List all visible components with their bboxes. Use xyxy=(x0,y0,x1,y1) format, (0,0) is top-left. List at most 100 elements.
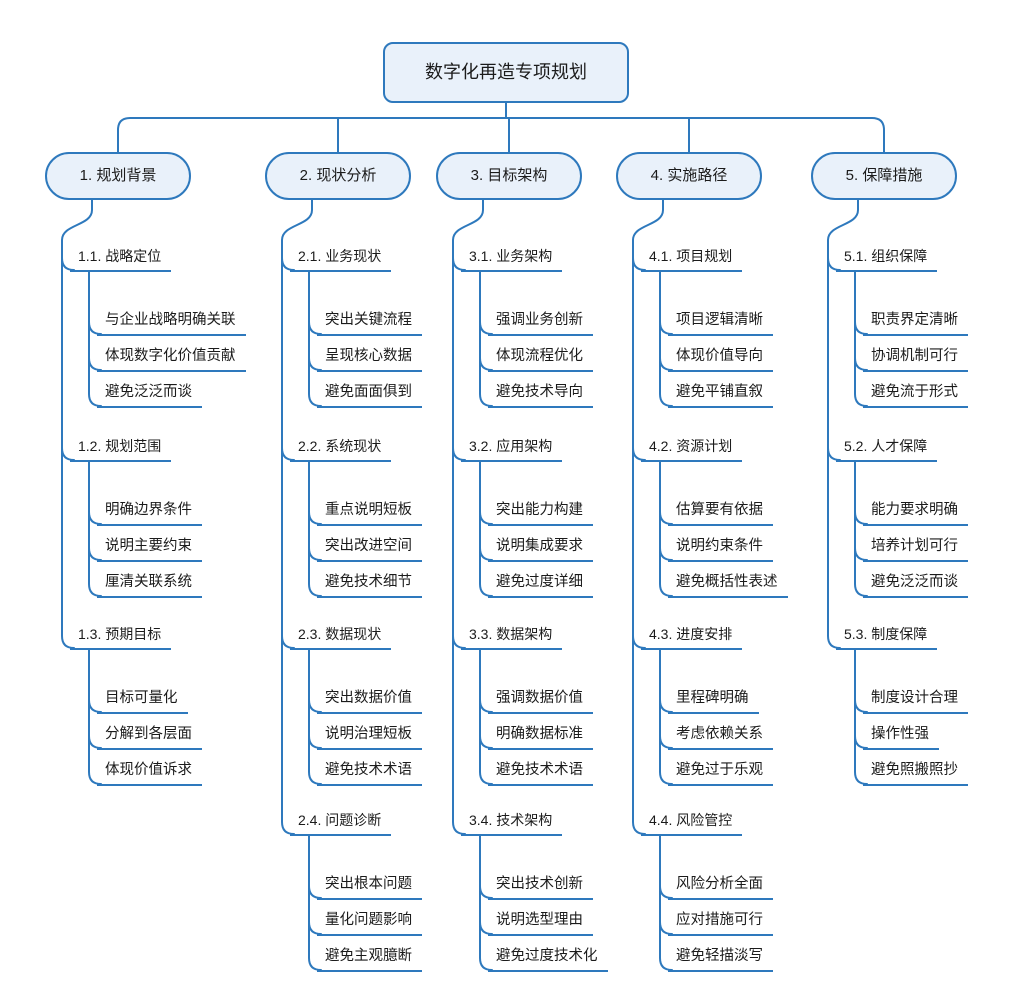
leaf-connector xyxy=(479,648,493,785)
leaf-connector xyxy=(308,834,322,971)
leaf-connector xyxy=(479,460,493,597)
leaf-node[interactable]: 明确边界条件 xyxy=(97,496,202,526)
subtopic-node[interactable]: 2.2. 系统现状 xyxy=(290,432,392,462)
subtopic-node[interactable]: 1.3. 预期目标 xyxy=(70,620,172,650)
leaf-node[interactable]: 避免技术细节 xyxy=(317,568,422,598)
subtopic-node[interactable]: 4.2. 资源计划 xyxy=(641,432,743,462)
leaf-node[interactable]: 避免流于形式 xyxy=(863,378,968,408)
leaf-node[interactable]: 说明集成要求 xyxy=(488,532,593,562)
subtopic-node[interactable]: 2.4. 问题诊断 xyxy=(290,806,392,836)
leaf-node[interactable]: 避免技术术语 xyxy=(317,756,422,786)
branch-node[interactable]: 5. 保障措施 xyxy=(811,152,957,200)
leaf-connector xyxy=(308,547,322,561)
subtopic-node[interactable]: 1.1. 战略定位 xyxy=(70,242,172,272)
branch-node[interactable]: 3. 目标架构 xyxy=(436,152,582,200)
leaf-node[interactable]: 说明治理短板 xyxy=(317,720,422,750)
leaf-connector xyxy=(659,699,673,713)
leaf-node[interactable]: 培养计划可行 xyxy=(863,532,968,562)
leaf-node[interactable]: 目标可量化 xyxy=(97,684,188,714)
subtopic-node[interactable]: 5.3. 制度保障 xyxy=(836,620,938,650)
leaf-connector xyxy=(659,885,673,899)
root-node[interactable]: 数字化再造专项规划 xyxy=(383,42,629,103)
leaf-node[interactable]: 强调业务创新 xyxy=(488,306,593,336)
leaf-node[interactable]: 职责界定清晰 xyxy=(863,306,968,336)
subtopic-node[interactable]: 2.1. 业务现状 xyxy=(290,242,392,272)
leaf-node[interactable]: 体现数字化价值贡献 xyxy=(97,342,246,372)
leaf-node[interactable]: 避免概括性表述 xyxy=(668,568,788,598)
branch-connector xyxy=(61,257,75,271)
leaf-node[interactable]: 强调数据价值 xyxy=(488,684,593,714)
leaf-node[interactable]: 突出数据价值 xyxy=(317,684,422,714)
subtopic-node[interactable]: 5.1. 组织保障 xyxy=(836,242,938,272)
subtopic-node[interactable]: 4.1. 项目规划 xyxy=(641,242,743,272)
leaf-node[interactable]: 明确数据标准 xyxy=(488,720,593,750)
subtopic-node[interactable]: 1.2. 规划范围 xyxy=(70,432,172,462)
leaf-node[interactable]: 应对措施可行 xyxy=(668,906,773,936)
branch-connector xyxy=(61,447,75,461)
subtopic-node[interactable]: 4.4. 风险管控 xyxy=(641,806,743,836)
leaf-node[interactable]: 避免技术导向 xyxy=(488,378,593,408)
leaf-node[interactable]: 体现价值导向 xyxy=(668,342,773,372)
branch-connector xyxy=(632,199,664,835)
leaf-node[interactable]: 避免泛泛而谈 xyxy=(97,378,202,408)
leaf-connector xyxy=(479,921,493,935)
leaf-node[interactable]: 呈现核心数据 xyxy=(317,342,422,372)
leaf-node[interactable]: 操作性强 xyxy=(863,720,939,750)
leaf-connector xyxy=(479,885,493,899)
leaf-connector xyxy=(659,834,673,971)
branch-node[interactable]: 2. 现状分析 xyxy=(265,152,411,200)
leaf-connector xyxy=(479,270,493,407)
leaf-node[interactable]: 体现流程优化 xyxy=(488,342,593,372)
leaf-node[interactable]: 突出技术创新 xyxy=(488,870,593,900)
leaf-node[interactable]: 避免主观臆断 xyxy=(317,942,422,972)
leaf-node[interactable]: 里程碑明确 xyxy=(668,684,759,714)
leaf-node[interactable]: 避免照搬照抄 xyxy=(863,756,968,786)
branch-connector xyxy=(281,635,295,649)
leaf-connector xyxy=(308,321,322,335)
leaf-node[interactable]: 说明约束条件 xyxy=(668,532,773,562)
leaf-node[interactable]: 估算要有依据 xyxy=(668,496,773,526)
leaf-node[interactable]: 分解到各层面 xyxy=(97,720,202,750)
leaf-node[interactable]: 突出改进空间 xyxy=(317,532,422,562)
leaf-connector xyxy=(479,699,493,713)
leaf-node[interactable]: 避免技术术语 xyxy=(488,756,593,786)
leaf-node[interactable]: 体现价值诉求 xyxy=(97,756,202,786)
leaf-node[interactable]: 厘清关联系统 xyxy=(97,568,202,598)
branch-connector xyxy=(827,447,841,461)
subtopic-node[interactable]: 5.2. 人才保障 xyxy=(836,432,938,462)
leaf-node[interactable]: 协调机制可行 xyxy=(863,342,968,372)
subtopic-node[interactable]: 3.3. 数据架构 xyxy=(461,620,563,650)
leaf-node[interactable]: 突出根本问题 xyxy=(317,870,422,900)
subtopic-node[interactable]: 2.3. 数据现状 xyxy=(290,620,392,650)
subtopic-node[interactable]: 3.4. 技术架构 xyxy=(461,806,563,836)
leaf-node[interactable]: 能力要求明确 xyxy=(863,496,968,526)
branch-connector xyxy=(632,447,646,461)
leaf-node[interactable]: 突出关键流程 xyxy=(317,306,422,336)
leaf-node[interactable]: 避免轻描淡写 xyxy=(668,942,773,972)
leaf-connector xyxy=(854,321,868,335)
branch-node[interactable]: 1. 规划背景 xyxy=(45,152,191,200)
leaf-connector xyxy=(88,648,102,785)
subtopic-node[interactable]: 3.2. 应用架构 xyxy=(461,432,563,462)
leaf-node[interactable]: 风险分析全面 xyxy=(668,870,773,900)
leaf-node[interactable]: 避免泛泛而谈 xyxy=(863,568,968,598)
leaf-node[interactable]: 说明选型理由 xyxy=(488,906,593,936)
leaf-connector xyxy=(308,648,322,785)
leaf-connector xyxy=(479,357,493,371)
leaf-node[interactable]: 重点说明短板 xyxy=(317,496,422,526)
leaf-node[interactable]: 避免面面俱到 xyxy=(317,378,422,408)
leaf-node[interactable]: 避免过于乐观 xyxy=(668,756,773,786)
leaf-node[interactable]: 突出能力构建 xyxy=(488,496,593,526)
subtopic-node[interactable]: 4.3. 进度安排 xyxy=(641,620,743,650)
leaf-node[interactable]: 避免过度详细 xyxy=(488,568,593,598)
leaf-node[interactable]: 项目逻辑清晰 xyxy=(668,306,773,336)
leaf-node[interactable]: 考虑依赖关系 xyxy=(668,720,773,750)
leaf-node[interactable]: 避免平铺直叙 xyxy=(668,378,773,408)
branch-node[interactable]: 4. 实施路径 xyxy=(616,152,762,200)
leaf-node[interactable]: 制度设计合理 xyxy=(863,684,968,714)
leaf-node[interactable]: 避免过度技术化 xyxy=(488,942,608,972)
subtopic-node[interactable]: 3.1. 业务架构 xyxy=(461,242,563,272)
leaf-node[interactable]: 量化问题影响 xyxy=(317,906,422,936)
leaf-node[interactable]: 与企业战略明确关联 xyxy=(97,306,246,336)
leaf-node[interactable]: 说明主要约束 xyxy=(97,532,202,562)
